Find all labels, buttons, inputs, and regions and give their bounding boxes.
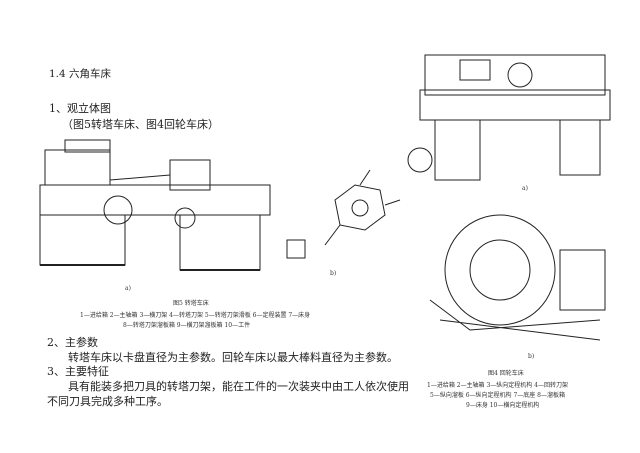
- section-1-subtitle: （图5转塔车床、图4回轮车床）: [62, 118, 219, 131]
- section-1-heading: 1、观立体图: [49, 102, 111, 115]
- fig4-legend-2: 5—纵向溜板 6—纵向定程机构 7—底座 8—溜板箱: [430, 392, 565, 399]
- section-2-body: 转塔车床以卡盘直径为主参数。回轮车床以最大棒料直径为主参数。: [68, 351, 398, 364]
- fig4-legend-3: 9—床身 10—横向定程机构: [466, 402, 540, 409]
- section-3-heading: 3、主要特征: [47, 365, 109, 378]
- turret-lathe-drawing-b: [286, 169, 401, 259]
- section-2-heading: 2、主参数: [47, 336, 98, 349]
- section-title: 1.4 六角车床: [49, 68, 112, 80]
- section-3-body-2: 不同刀具完成多种工序。: [47, 395, 168, 408]
- fig5-legend-2: 8—转塔刀架溜板箱 9—横刀架溜板箱 10—工件: [123, 322, 251, 329]
- capstan-lathe-drawing-b: [429, 214, 606, 341]
- fig5-legend-1: 1—进给箱 2—主轴箱 3—横刀架 4—转塔刀架 5—转塔刀架滑板 6—定程装置…: [80, 312, 311, 319]
- fig5-title: 图5 转塔车床: [173, 300, 209, 307]
- fig4-title: 图4 回轮车床: [488, 370, 524, 377]
- section-3-body-1: 具有能装多把刀具的转塔刀架，能在工件的一次装夹中由工人依次使用: [68, 380, 409, 393]
- fig4-label-a: a): [522, 185, 528, 192]
- fig5-label-a: a): [125, 285, 131, 292]
- fig4-legend-1: 1—进给箱 2—主轴箱 3—纵向定程机构 4—回转刀架: [427, 382, 568, 389]
- fig5-label-b: b): [330, 270, 337, 277]
- fig4-label-b: b): [528, 353, 535, 360]
- turret-lathe-drawing-a: [39, 139, 271, 271]
- capstan-lathe-drawing-a: [407, 54, 611, 181]
